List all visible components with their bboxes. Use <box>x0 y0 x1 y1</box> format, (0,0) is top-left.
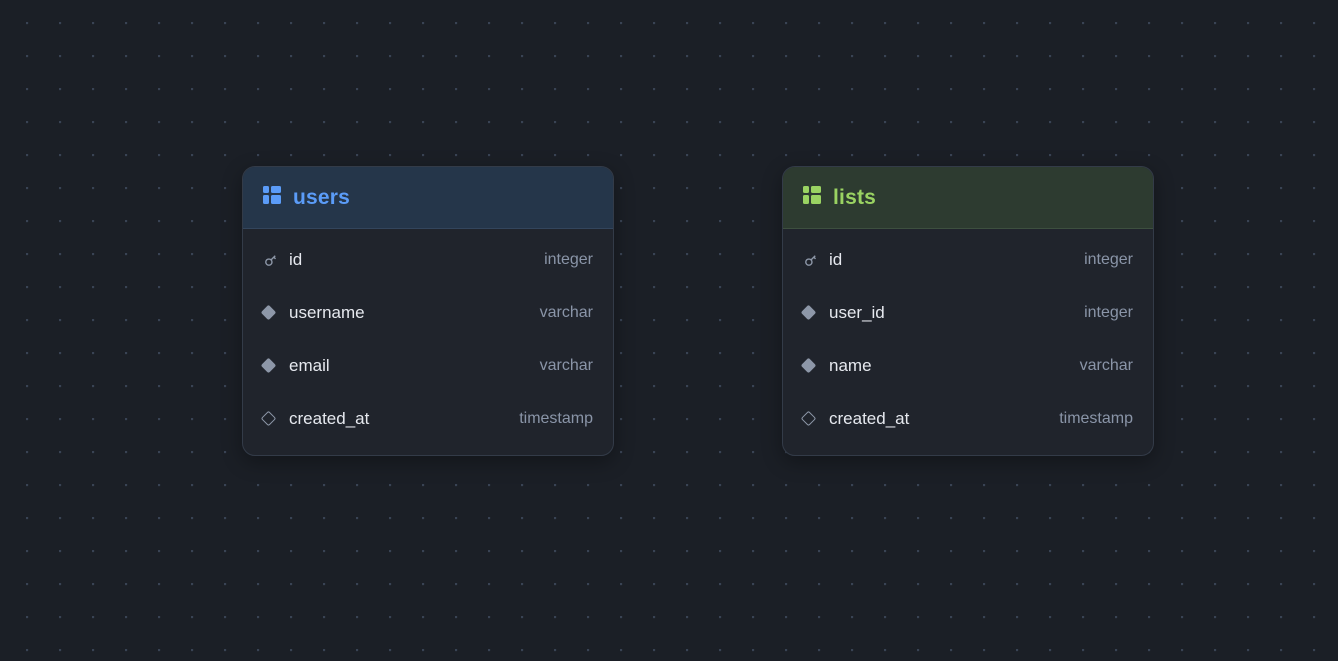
table-icon <box>263 186 281 209</box>
table-row[interactable]: id integer <box>783 233 1153 286</box>
diamond-filled-icon <box>260 357 285 374</box>
table-row[interactable]: id integer <box>243 233 613 286</box>
table-row[interactable]: name varchar <box>783 339 1153 392</box>
column-name: user_id <box>829 302 885 322</box>
table-row[interactable]: created_at timestamp <box>783 392 1153 445</box>
table-row[interactable]: user_id integer <box>783 286 1153 339</box>
table-header-lists[interactable]: lists <box>783 167 1153 229</box>
column-name: id <box>289 249 303 269</box>
diamond-filled-icon <box>800 304 825 321</box>
key-icon <box>263 252 285 268</box>
key-icon <box>803 252 825 268</box>
table-title: users <box>293 185 351 209</box>
column-type: integer <box>544 250 593 268</box>
table-row[interactable]: email varchar <box>243 339 613 392</box>
table-header-users[interactable]: users <box>243 167 613 229</box>
table-row[interactable]: username varchar <box>243 286 613 339</box>
column-type: varchar <box>539 356 593 374</box>
table-icon <box>803 186 821 209</box>
column-list-users: id integer username varchar email varcha… <box>243 229 613 455</box>
table-row[interactable]: created_at timestamp <box>243 392 613 445</box>
table-title: lists <box>833 185 877 209</box>
column-type: timestamp <box>1059 409 1133 427</box>
column-list-lists: id integer user_id integer name varchar … <box>783 229 1153 455</box>
diamond-filled-icon <box>260 304 285 321</box>
column-name: username <box>289 302 365 322</box>
diamond-hollow-icon <box>800 410 825 427</box>
table-card-lists[interactable]: lists id integer user_i <box>782 166 1154 456</box>
column-name: email <box>289 355 330 375</box>
column-type: integer <box>1084 303 1133 321</box>
column-name: name <box>829 355 872 375</box>
column-type: varchar <box>1079 356 1133 374</box>
column-name: created_at <box>289 408 370 428</box>
column-type: integer <box>1084 250 1133 268</box>
column-type: varchar <box>539 303 593 321</box>
table-card-users[interactable]: users id integer userna <box>242 166 614 456</box>
diamond-hollow-icon <box>260 410 285 427</box>
column-name: id <box>829 249 843 269</box>
column-type: timestamp <box>519 409 593 427</box>
column-name: created_at <box>829 408 910 428</box>
diamond-filled-icon <box>800 357 825 374</box>
